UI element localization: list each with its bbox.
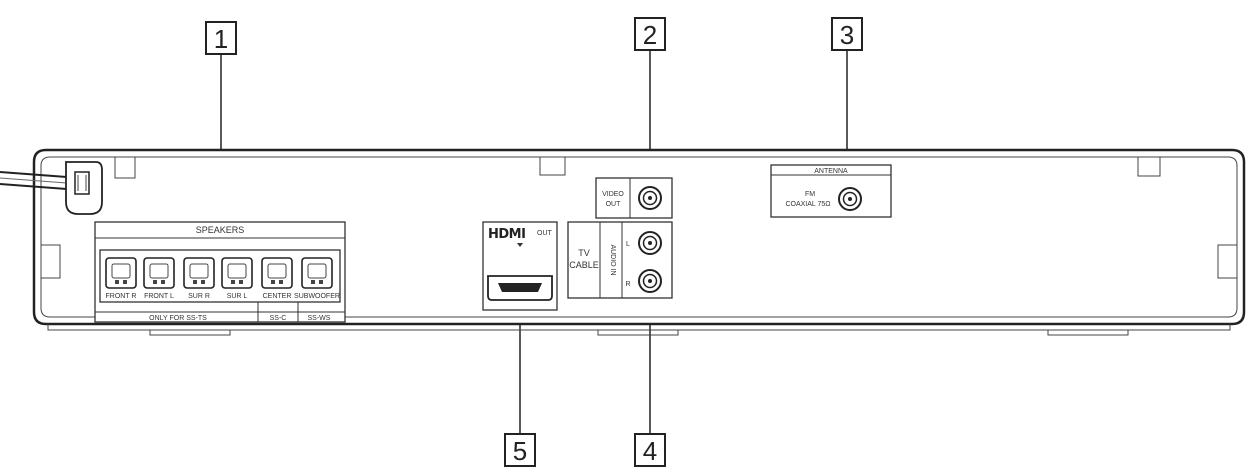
side-notch-left — [41, 244, 61, 279]
callout-3-number: 3 — [840, 20, 854, 50]
antenna-label-line2: COAXIAL 75Ω — [785, 201, 830, 208]
callout-4: 4 — [634, 292, 666, 467]
port-label-front-l: FRONT L — [144, 293, 174, 300]
side-notch-right — [1217, 244, 1237, 279]
fm-coaxial-jack[interactable] — [838, 187, 862, 211]
group-label-ts: ONLY FOR SS-TS — [149, 315, 207, 322]
foot-right — [1047, 329, 1129, 336]
callout-4-number: 4 — [643, 436, 657, 466]
audio-in-label: AUDIO IN — [609, 244, 616, 275]
speaker-terminal-panel: SPEAKERS ONLY FOR SS-TS SS-C SS-WS — [94, 221, 346, 323]
audio-source-line2: CABLE — [569, 260, 599, 270]
speaker-port-sur-l[interactable] — [221, 257, 253, 289]
antenna-panel: ANTENNA FM COAXIAL 75Ω — [770, 164, 892, 218]
video-out-jack[interactable] — [638, 186, 662, 210]
speaker-port-subwoofer[interactable] — [301, 257, 333, 289]
hdmi-logo: HDMI — [488, 227, 525, 242]
top-notch-right — [1137, 157, 1161, 177]
top-notch-left — [114, 157, 136, 179]
port-label-subwoofer: SUBWOOFER — [294, 293, 340, 300]
speaker-port-center[interactable] — [261, 257, 293, 289]
group-label-c: SS-C — [270, 315, 287, 322]
hdmi-port[interactable] — [487, 275, 553, 301]
speaker-port-front-r[interactable] — [105, 257, 137, 289]
callout-3: 3 — [831, 17, 863, 197]
video-label-line2: OUT — [606, 201, 622, 208]
hdmi-arrow-icon — [517, 243, 523, 247]
port-label-sur-r: SUR R — [188, 293, 210, 300]
port-label-sur-l: SUR L — [227, 293, 248, 300]
foot-left — [149, 329, 231, 336]
foot-center — [597, 329, 679, 336]
callout-5-number: 5 — [513, 436, 527, 466]
speaker-port-sur-r[interactable] — [183, 257, 215, 289]
callout-2-number: 2 — [643, 20, 657, 50]
antenna-frame — [770, 164, 892, 218]
hdmi-out-label: OUT — [537, 230, 553, 237]
port-label-front-r: FRONT R — [106, 293, 137, 300]
callout-1-number: 1 — [214, 24, 228, 54]
audio-in-l-jack[interactable] — [638, 231, 662, 255]
speaker-port-front-l[interactable] — [143, 257, 175, 289]
audio-right-label: R — [625, 281, 630, 288]
port-label-center: CENTER — [263, 293, 292, 300]
audio-left-label: L — [626, 241, 630, 248]
speakers-title: SPEAKERS — [196, 225, 245, 235]
antenna-label-line1: FM — [805, 191, 815, 198]
audio-source-line1: TV — [578, 248, 590, 258]
speaker-ports-frame — [99, 249, 341, 303]
group-label-ws: SS-WS — [308, 315, 331, 322]
hdmi-out-panel: HDMI OUT — [482, 221, 558, 311]
power-cord — [0, 161, 103, 215]
chassis-inner-edge — [40, 156, 1238, 318]
callout-5-box — [504, 433, 536, 467]
top-notch-middle — [539, 157, 566, 176]
audio-in-r-jack[interactable] — [638, 269, 662, 293]
cord-plug — [74, 171, 90, 195]
video-label-line1: VIDEO — [602, 191, 624, 198]
antenna-title: ANTENNA — [814, 168, 848, 175]
av-panel: VIDEO OUT TV CABLE AUDIO IN L R — [567, 177, 673, 299]
